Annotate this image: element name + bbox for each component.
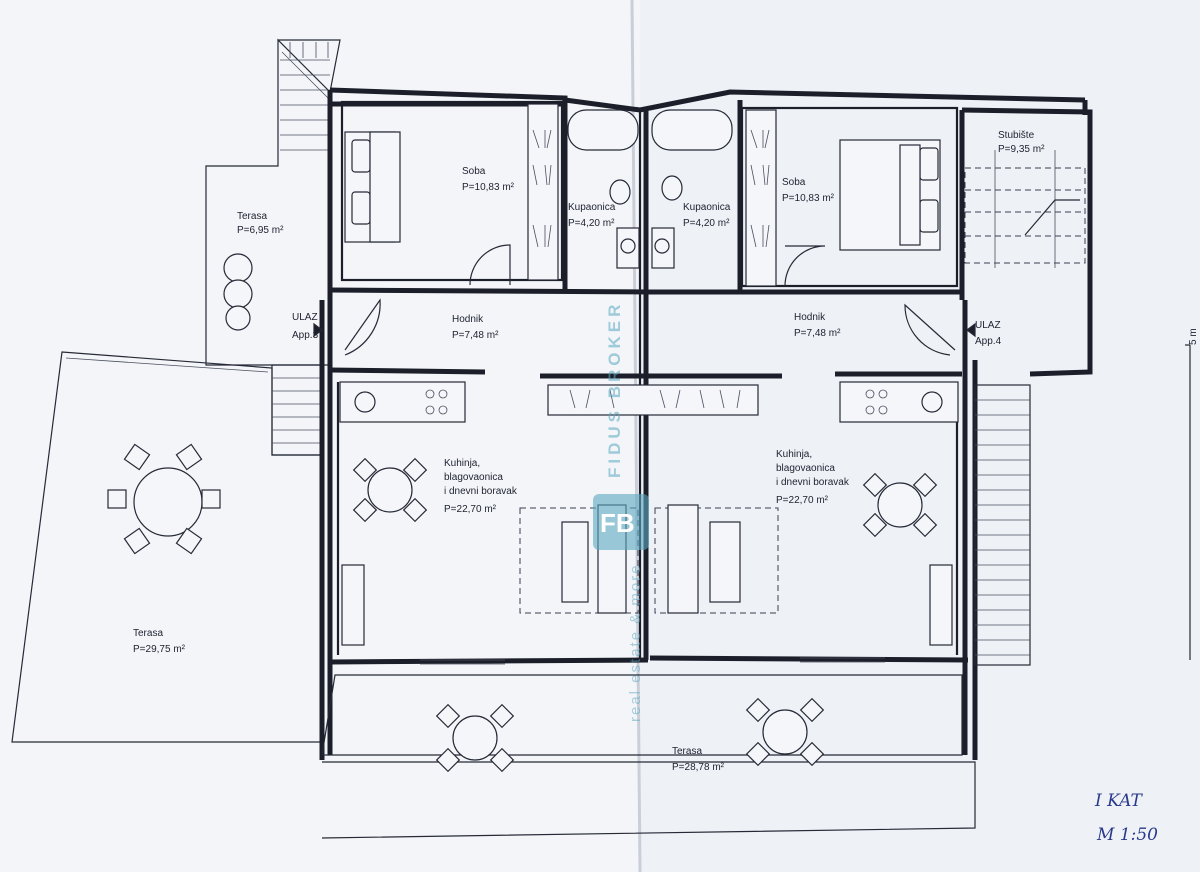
- windows-bottom: [420, 657, 885, 665]
- watermark-logo: [593, 494, 649, 550]
- kuhinja-left-line1: Kuhinja,: [444, 458, 480, 469]
- terrace-bottom-outline: [321, 674, 976, 839]
- terrace-table-left: [435, 703, 515, 773]
- corridor-wardrobe: [547, 384, 759, 416]
- kupaonica-right-area: P=4,20 m²: [683, 218, 730, 229]
- kupaonica-right-name: Kupaonica: [683, 202, 731, 213]
- watermark: FB FIDUS BROKER real estate & more: [593, 301, 649, 722]
- dining-table-right: [862, 472, 938, 538]
- side-units: [341, 564, 953, 646]
- dining-table-left: [352, 457, 428, 523]
- terrace-table-right: [745, 697, 825, 767]
- handwritten-notes: I KAT M 1:50: [1094, 791, 1158, 845]
- bathroom-right-fixtures: [651, 109, 733, 269]
- terrace-small-area: P=6,95 m²: [237, 225, 284, 236]
- soba-left-area: P=10,83 m²: [462, 182, 515, 193]
- kitchen-counter-right: [839, 381, 959, 423]
- bed-right: [839, 139, 941, 251]
- kuhinja-right-area: P=22,70 m²: [776, 495, 829, 506]
- soba-left-name: Soba: [462, 166, 486, 177]
- kuhinja-left-area: P=22,70 m²: [444, 504, 497, 515]
- stairs-right-exterior: [974, 384, 1031, 666]
- ulaz-left-name: ULAZ: [292, 312, 318, 323]
- hodnik-left-name: Hodnik: [452, 314, 484, 325]
- terrace-large-name: Terasa: [133, 628, 163, 639]
- entrance-arrows: [313, 322, 976, 338]
- stairs-top-left: [278, 39, 341, 151]
- living-area-right: [654, 504, 779, 614]
- bathroom-left-fixtures: [567, 109, 640, 269]
- terrace-bottom-name: Terasa: [672, 746, 702, 757]
- bed-left: [344, 131, 401, 243]
- hodnik-left-area: P=7,48 m²: [452, 330, 499, 341]
- kuhinja-right-line3: i dnevni boravak: [776, 477, 850, 488]
- ulaz-right-name: ULAZ: [975, 320, 1001, 331]
- kuhinja-right-line1: Kuhinja,: [776, 449, 812, 460]
- stubiste-name: Stubište: [998, 130, 1035, 141]
- scale-bar-label: 5 m: [1188, 328, 1199, 345]
- wardrobe-left: [527, 103, 559, 281]
- watermark-name: FIDUS BROKER: [605, 301, 624, 478]
- terrace-bottom-area: P=28,78 m²: [672, 762, 725, 773]
- room-labels: Terasa P=6,95 m² Soba P=10,83 m² Kupaoni…: [133, 130, 1045, 773]
- kitchen-counter-left: [339, 381, 466, 423]
- kuhinja-left-line3: i dnevni boravak: [444, 486, 518, 497]
- kuhinja-left-line2: blagovaonica: [444, 472, 503, 483]
- paper-fold: [630, 0, 642, 872]
- hodnik-right-area: P=7,48 m²: [794, 328, 841, 339]
- kupaonica-left-area: P=4,20 m²: [568, 218, 615, 229]
- wardrobe-right: [745, 109, 777, 287]
- ulaz-left-app: App.3: [292, 330, 319, 341]
- soba-right-name: Soba: [782, 177, 806, 188]
- watermark-tagline: real estate & more: [627, 563, 644, 722]
- ulaz-right-app: App.4: [975, 336, 1002, 347]
- doors: [344, 244, 956, 356]
- terrace-large-table: [107, 443, 221, 555]
- handwritten-floor: I KAT: [1094, 791, 1143, 811]
- kupaonica-left-name: Kupaonica: [568, 202, 616, 213]
- hodnik-right-name: Hodnik: [794, 312, 826, 323]
- watermark-logo-text: FB: [600, 508, 635, 538]
- scale-bar: 5 m: [1185, 328, 1199, 660]
- stairwell-right: [964, 150, 1086, 268]
- kuhinja-right-line2: blagovaonica: [776, 463, 835, 474]
- soba-right-area: P=10,83 m²: [782, 193, 835, 204]
- terrace-large-area: P=29,75 m²: [133, 644, 186, 655]
- terrace-small-chairs: [223, 253, 253, 331]
- handwritten-scale: M 1:50: [1096, 825, 1158, 845]
- terrace-small-name: Terasa: [237, 211, 267, 222]
- stubiste-area: P=9,35 m²: [998, 144, 1045, 155]
